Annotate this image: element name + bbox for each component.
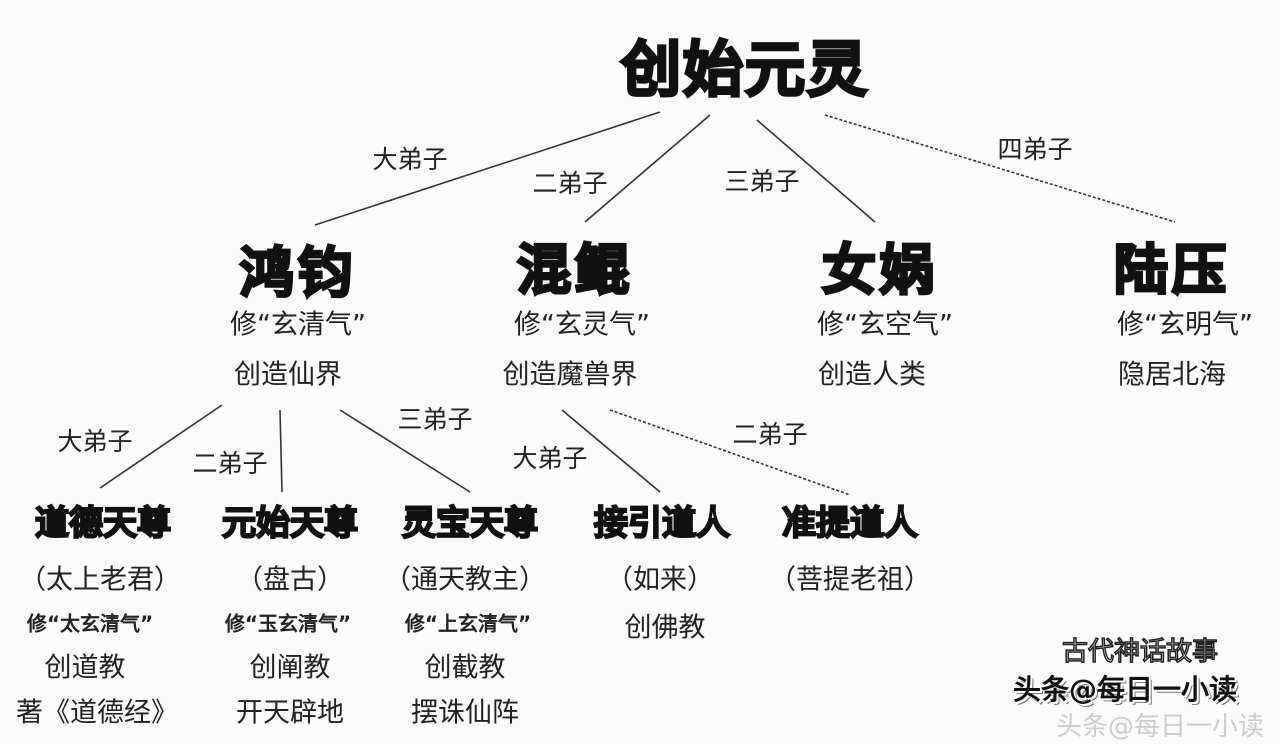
relation-label: 二弟子	[732, 420, 808, 449]
watermark-source: 古代神话故事	[1061, 637, 1219, 667]
node-daode-tianzun: 道德天尊	[34, 503, 172, 545]
line-hongjun-yuanshi	[279, 409, 283, 493]
node-deed: 创道教	[44, 652, 126, 684]
node-deed: 隐居北海	[1118, 359, 1226, 391]
watermark-shadow: 头条@每日一小读	[1055, 712, 1265, 742]
relation-label: 大弟子	[512, 444, 588, 473]
node-lingbao-tianzun: 灵宝天尊	[401, 503, 539, 545]
node-yuanshi-tianzun: 元始天尊	[221, 503, 359, 545]
node-alias: （盘古）	[236, 564, 344, 596]
node-deed: 创阐教	[249, 652, 331, 684]
node-cultivation: 修“玉玄清气”	[224, 611, 352, 636]
root-node: 创始元灵	[620, 34, 869, 107]
line-hunkun-jieyin	[561, 409, 661, 493]
relation-label: 三弟子	[397, 405, 473, 434]
node-zhunti-daoren: 准提道人	[781, 503, 919, 545]
node-deed: 著《道德经》	[16, 697, 178, 729]
relation-label: 大弟子	[57, 427, 133, 456]
node-cultivation: 修“玄明气”	[1117, 309, 1253, 341]
node-deed: 创造魔兽界	[502, 359, 638, 391]
line-root-nuwa	[756, 119, 876, 223]
line-root-hunkun	[584, 114, 711, 223]
line-root-hongjun	[314, 111, 661, 226]
relation-label: 四弟子	[997, 135, 1073, 164]
node-deed: 开天辟地	[236, 697, 344, 729]
relation-label: 大弟子	[372, 145, 448, 174]
relation-label: 二弟子	[192, 449, 268, 478]
node-hunkun: 混鲲	[516, 237, 633, 303]
node-jieyin-daoren: 接引道人	[593, 503, 731, 545]
node-hongjun: 鸿钧	[239, 240, 356, 306]
node-alias: （太上老君）	[19, 564, 181, 596]
node-alias: （菩提老祖）	[769, 564, 931, 596]
node-deed: 创造仙界	[234, 359, 342, 391]
node-deed: 创佛教	[624, 612, 706, 644]
line-root-luya	[824, 114, 1176, 223]
line-hongjun-daode	[99, 404, 223, 489]
node-deed: 创造人类	[818, 359, 926, 391]
line-hunkun-zhunti	[609, 409, 851, 496]
node-alias: （如来）	[606, 564, 714, 596]
node-alias: （通天教主）	[384, 564, 546, 596]
node-cultivation: 修“玄清气”	[230, 309, 366, 341]
node-cultivation: 修“上玄清气”	[404, 611, 532, 636]
node-cultivation: 修“玄空气”	[817, 309, 953, 341]
node-nuwa: 女娲	[821, 237, 938, 303]
line-hongjun-lingbao	[339, 409, 471, 493]
node-luya: 陆压	[1113, 237, 1230, 303]
relation-label: 三弟子	[724, 167, 800, 196]
watermark-main: 头条@每日一小读	[1012, 673, 1238, 706]
node-cultivation: 修“玄灵气”	[514, 309, 650, 341]
relation-label: 二弟子	[532, 169, 608, 198]
node-deed: 创截教	[424, 652, 506, 684]
node-deed: 摆诛仙阵	[411, 697, 519, 729]
node-cultivation: 修“太玄清气”	[26, 611, 154, 636]
